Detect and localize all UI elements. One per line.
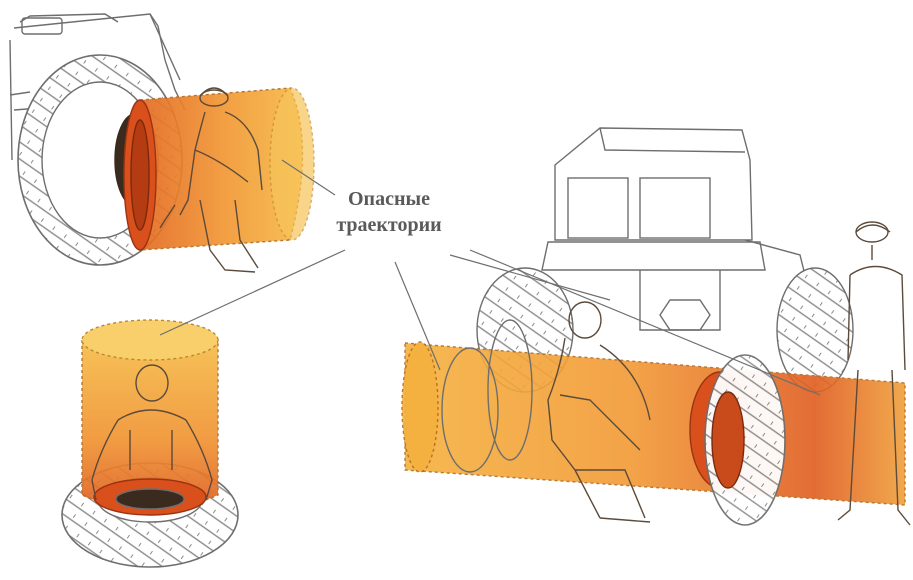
hazard-zone-top-left [124, 88, 314, 250]
tractor-cab [542, 128, 805, 330]
leader-line-bottom-left [160, 250, 345, 335]
scene-top-left [10, 14, 314, 272]
scene-bottom-left [62, 320, 238, 567]
hazard-caption-line1: Опасные [300, 186, 478, 212]
hazard-caption: Опасные траектории [300, 186, 478, 238]
hazard-caption-line2: траектории [300, 212, 478, 238]
hazard-zone-bottom-left [82, 320, 218, 515]
